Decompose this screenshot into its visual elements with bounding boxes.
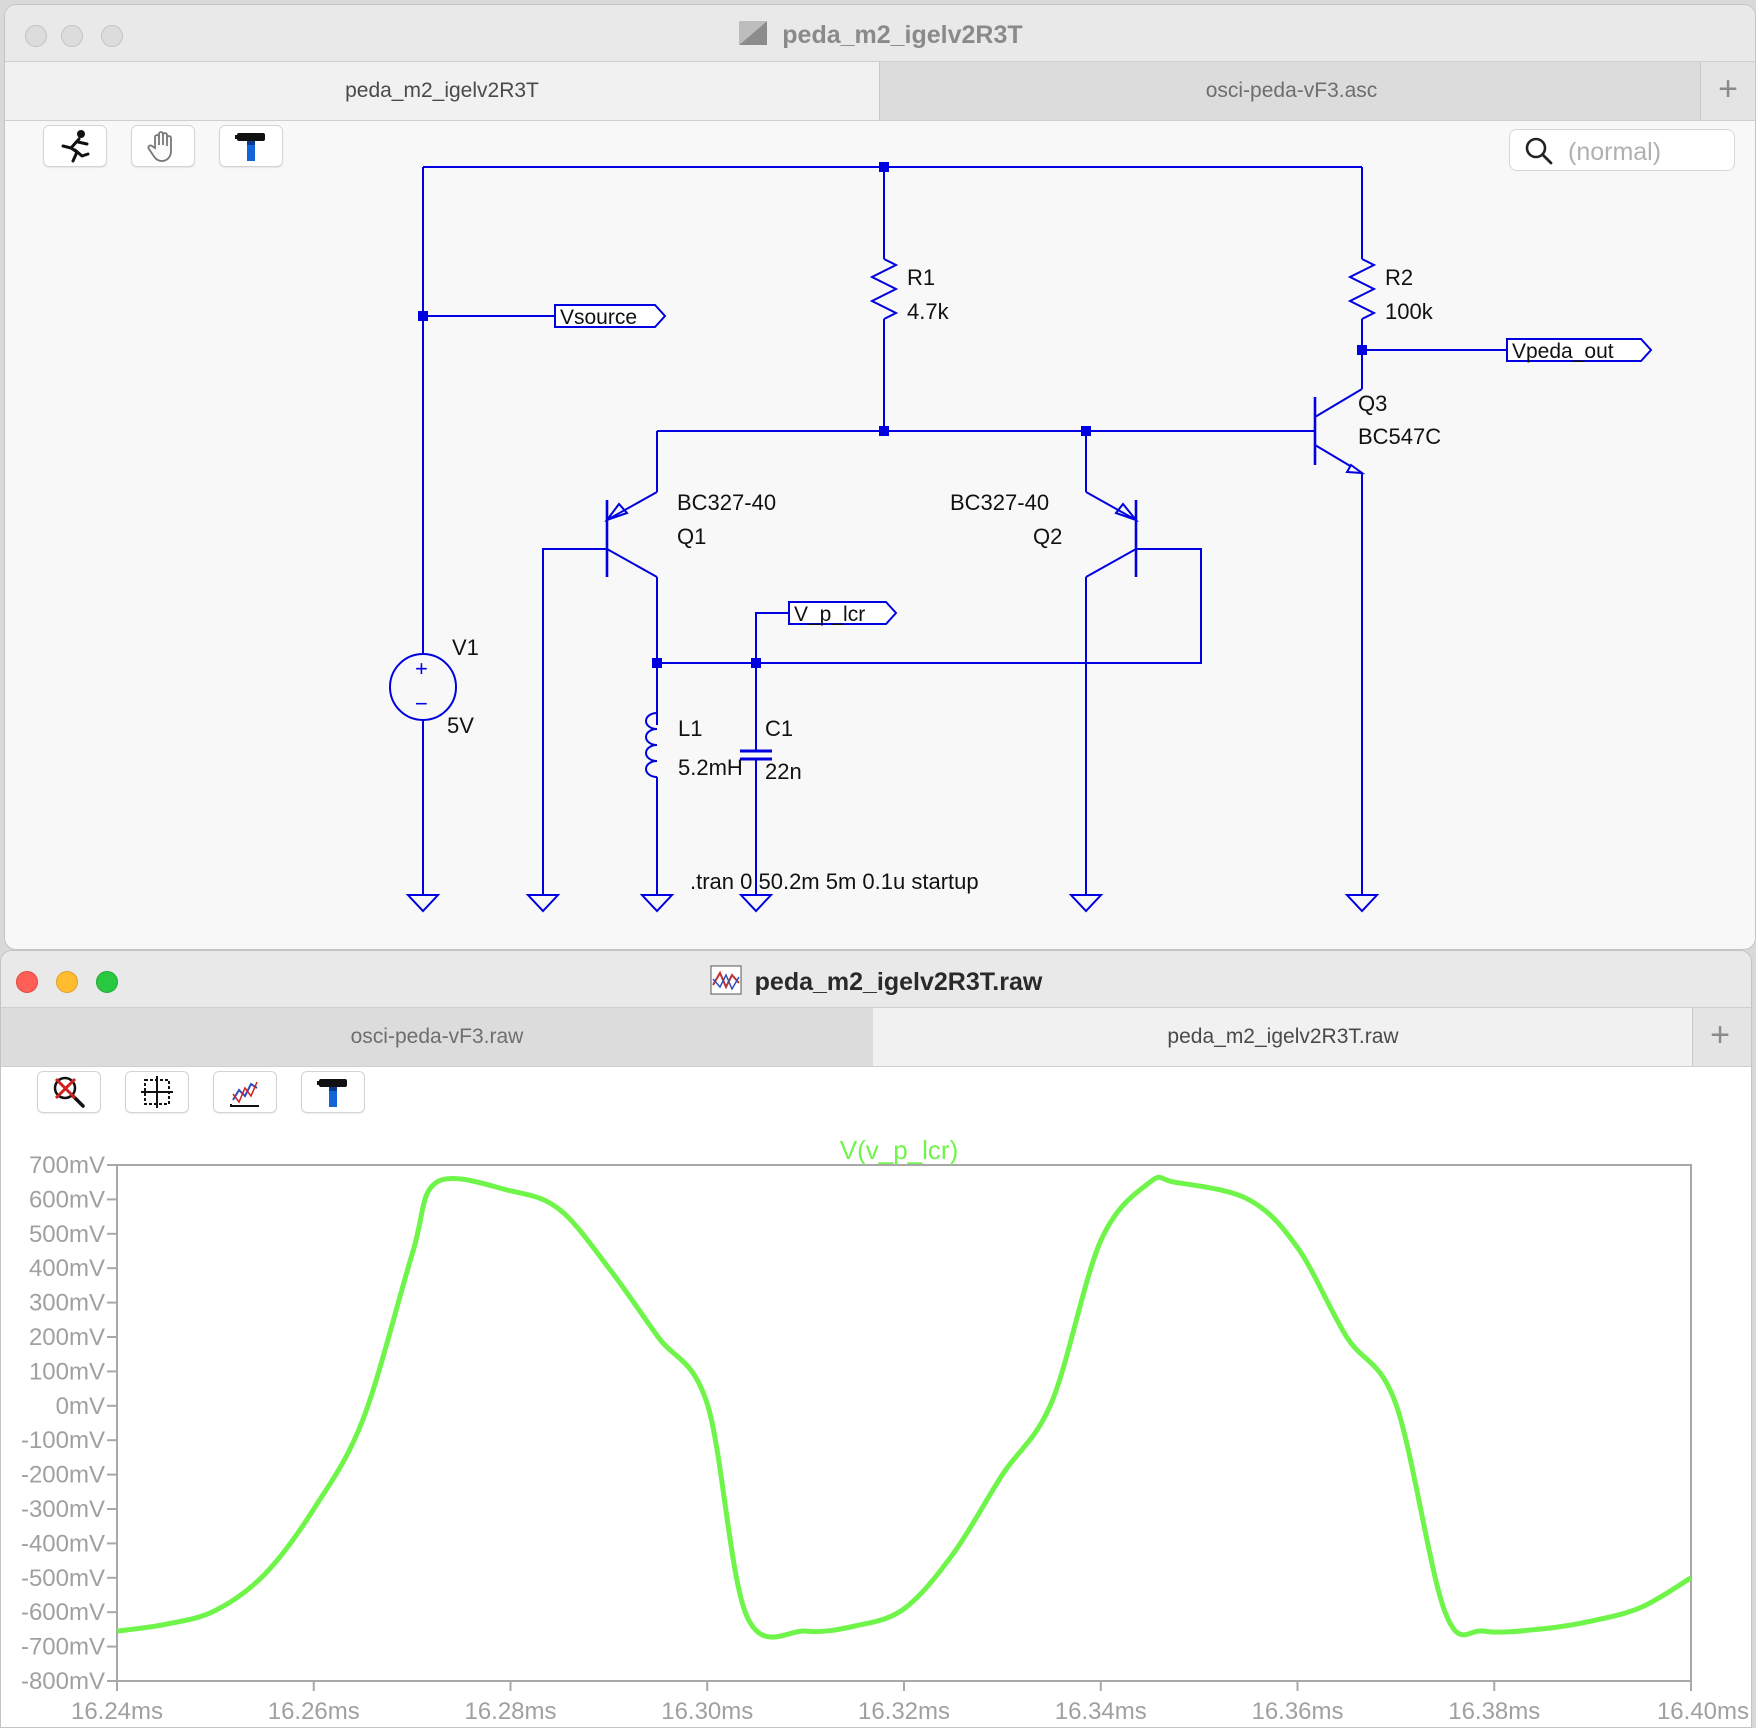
inductor-l1[interactable] — [645, 712, 658, 778]
v1-plus: + — [415, 656, 428, 681]
schematic-tabbar: peda_m2_igelv2R3T osci-peda-vF3.asc + — [5, 61, 1755, 121]
minimize-button[interactable] — [61, 25, 83, 47]
x-tick-label: 16.34ms — [1055, 1698, 1147, 1725]
r2-value: 100k — [1385, 299, 1434, 324]
resistor-r1[interactable] — [869, 258, 899, 320]
x-tick-label: 16.30ms — [661, 1698, 753, 1725]
resistor-r2[interactable] — [1347, 258, 1377, 320]
tab-osci-peda-raw[interactable]: osci-peda-vF3.raw — [1, 1008, 873, 1066]
q3-name: Q3 — [1358, 391, 1387, 416]
window-title: peda_m2_igelv2R3T — [782, 21, 1023, 49]
c1-value: 22n — [765, 759, 802, 784]
minimize-button[interactable] — [56, 971, 78, 993]
schematic-titlebar[interactable]: peda_m2_igelv2R3T — [5, 5, 1755, 61]
y-tick-label: 600mV — [29, 1186, 105, 1213]
l1-name: L1 — [678, 716, 702, 741]
x-tick-label: 16.36ms — [1251, 1698, 1343, 1725]
r2-name: R2 — [1385, 265, 1413, 290]
x-tick-label: 16.38ms — [1448, 1698, 1540, 1725]
tab-peda-m2-raw[interactable]: peda_m2_igelv2R3T.raw — [873, 1008, 1693, 1066]
x-tick-label: 16.26ms — [268, 1698, 360, 1725]
y-tick-label: 300mV — [29, 1290, 105, 1317]
close-button[interactable] — [25, 25, 47, 47]
vpeda-out-label-text: Vpeda_out — [1512, 340, 1614, 363]
waveform-plot[interactable]: V(v_p_lcr) 700mV 600mV 500mV 400mV 300mV 200mV… — [1, 1121, 1751, 1728]
zoom-cancel-button[interactable] — [37, 1071, 101, 1113]
y-tick-label: 0mV — [56, 1393, 105, 1420]
q2-model: BC327-40 — [950, 490, 1049, 515]
waveform-doc-icon — [710, 965, 742, 1002]
run-icon — [61, 130, 90, 163]
autorange-icon — [141, 1076, 173, 1108]
v-p-lcr-label-text: V_p_lcr — [794, 603, 865, 626]
net-label-v-p-lcr[interactable] — [788, 601, 898, 625]
add-tab-button[interactable]: + — [1692, 1008, 1747, 1066]
r1-value: 4.7k — [907, 299, 950, 324]
schematic-doc-icon — [737, 19, 769, 54]
net-label-vpeda-out[interactable] — [1506, 338, 1653, 362]
run-button[interactable] — [43, 125, 107, 167]
close-button[interactable] — [16, 971, 38, 993]
settings-button[interactable] — [219, 125, 283, 167]
tab-osci-peda-asc[interactable]: osci-peda-vF3.asc — [879, 62, 1703, 120]
search-field[interactable]: (normal) — [1509, 129, 1735, 171]
v1-name: V1 — [452, 635, 479, 660]
y-tick-label: -200mV — [21, 1462, 105, 1489]
x-tick-label: 16.32ms — [858, 1698, 950, 1725]
q1-name: Q1 — [677, 524, 706, 549]
x-tick-label: 16.24ms — [71, 1698, 163, 1725]
schematic-window: peda_m2_igelv2R3T peda_m2_igelv2R3T osci… — [4, 4, 1756, 950]
vsource-label-text: Vsource — [560, 306, 637, 329]
y-tick-label: -700mV — [21, 1634, 105, 1661]
zoom-button[interactable] — [101, 25, 123, 47]
search-icon — [1525, 137, 1553, 165]
trace-v-p-lcr[interactable] — [116, 1174, 1693, 1640]
v1-value: 5V — [447, 713, 474, 738]
waveform-tabbar: osci-peda-vF3.raw peda_m2_igelv2R3T.raw … — [1, 1007, 1751, 1067]
y-tick-label: -800mV — [21, 1668, 105, 1695]
y-tick-label: -400mV — [21, 1530, 105, 1557]
x-tick-label: 16.28ms — [464, 1698, 556, 1725]
y-tick-label: -100mV — [21, 1427, 105, 1454]
voltage-source-v1[interactable] — [389, 653, 457, 721]
l1-value: 5.2mH — [678, 755, 743, 780]
tab-peda-m2[interactable]: peda_m2_igelv2R3T — [5, 62, 879, 120]
q3-model: BC547C — [1358, 424, 1441, 449]
y-tick-label: -600mV — [21, 1599, 105, 1626]
autorange-button[interactable] — [125, 1071, 189, 1113]
spice-directive[interactable]: .tran 0 50.2m 5m 0.1u startup — [690, 869, 979, 894]
trace-title[interactable]: V(v_p_lcr) — [840, 1135, 958, 1165]
zoom-button[interactable] — [96, 971, 118, 993]
q1-model: BC327-40 — [677, 490, 776, 515]
y-tick-label: -500mV — [21, 1565, 105, 1592]
hammer-icon — [235, 133, 265, 161]
x-tick-label: 16.40ms — [1657, 1698, 1749, 1725]
plot-frame — [116, 1164, 1692, 1682]
r1-name: R1 — [907, 265, 935, 290]
add-trace-button[interactable] — [213, 1071, 277, 1113]
waveform-titlebar[interactable]: peda_m2_igelv2R3T.raw — [1, 951, 1751, 1007]
y-tick-label: 100mV — [29, 1358, 105, 1385]
y-tick-label: -300mV — [21, 1496, 105, 1523]
c1-name: C1 — [765, 716, 793, 741]
y-tick-label: 700mV — [29, 1152, 105, 1179]
hammer-icon — [317, 1079, 347, 1107]
settings-button[interactable] — [301, 1071, 365, 1113]
v1-minus: − — [415, 691, 428, 716]
y-tick-label: 400mV — [29, 1255, 105, 1282]
y-tick-label: 500mV — [29, 1221, 105, 1248]
zoom-cancel-icon — [53, 1076, 85, 1108]
pan-hand-icon — [147, 131, 172, 162]
waveform-window: peda_m2_igelv2R3T.raw osci-peda-vF3.raw … — [0, 950, 1752, 1728]
pan-button[interactable] — [131, 125, 195, 167]
add-tab-button[interactable]: + — [1700, 62, 1755, 120]
q2-name: Q2 — [1033, 524, 1062, 549]
net-label-vsource[interactable] — [554, 304, 667, 328]
y-tick-label: 200mV — [29, 1324, 105, 1351]
trace-icon — [230, 1081, 259, 1107]
window-title: peda_m2_igelv2R3T.raw — [754, 968, 1043, 996]
schematic-canvas[interactable]: + − Vsource Vpeda_out V_p_lcr R1 4.7k R2… — [5, 117, 1755, 947]
search-placeholder: (normal) — [1568, 138, 1662, 166]
